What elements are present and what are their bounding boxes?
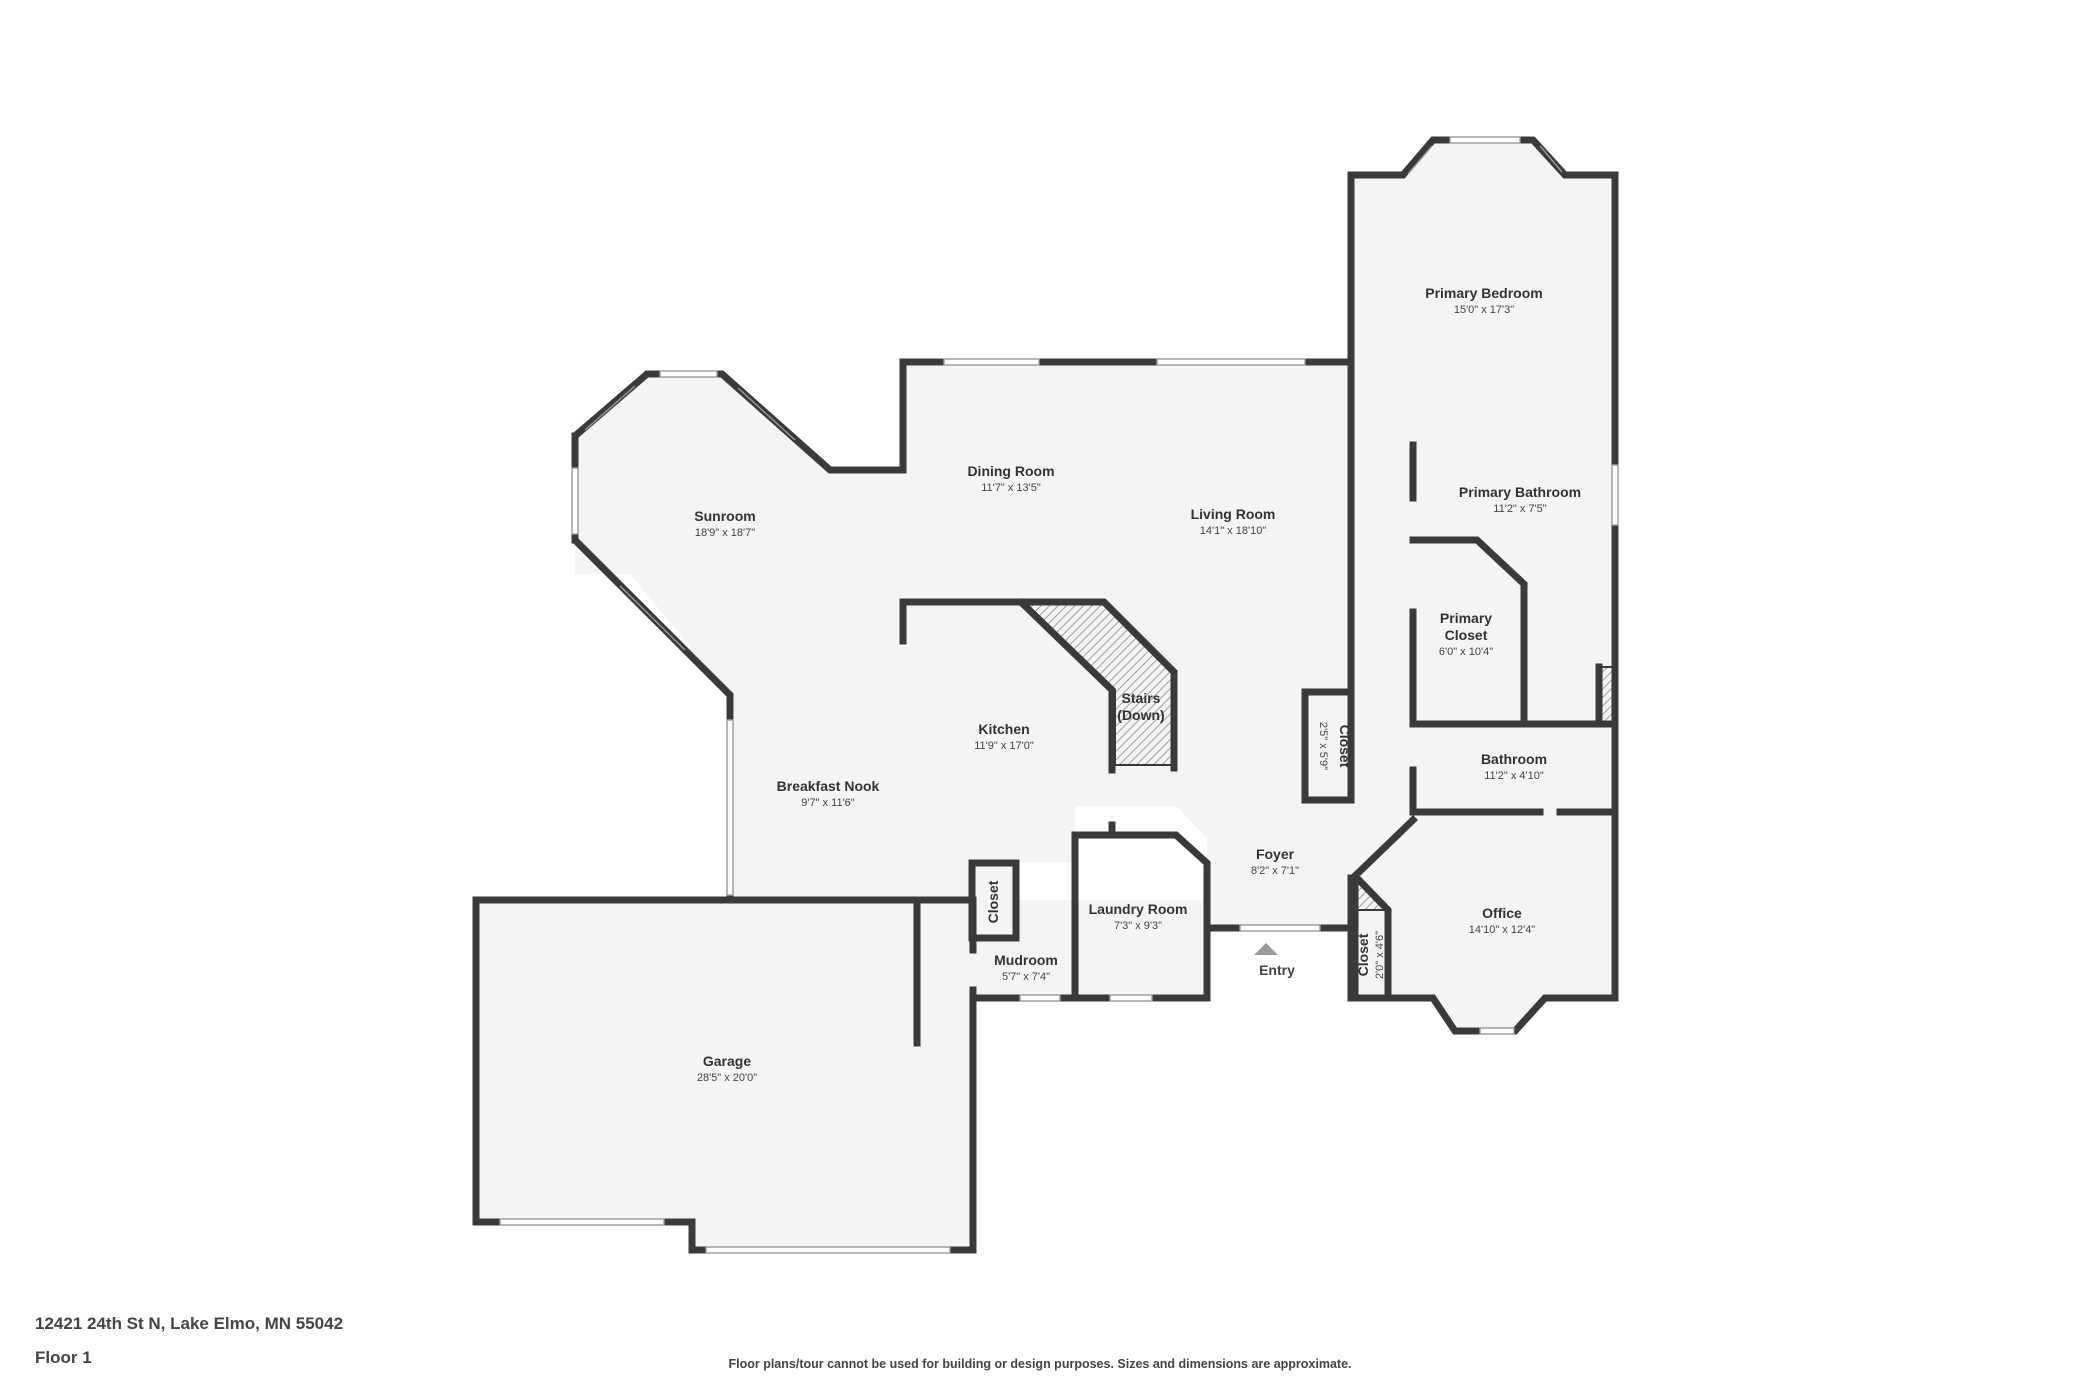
hall-closet-label: Closet: [1337, 725, 1353, 768]
primary-wing-floor: [1351, 140, 1615, 1028]
room-labels: Primary Bedroom 15'0" x 17'3" Primary Ba…: [694, 285, 1581, 1084]
window: [571, 467, 579, 535]
windows: [499, 136, 1619, 1254]
window: [1239, 924, 1321, 932]
main-floor-area: [575, 362, 1413, 928]
bathroom-dim: 11'2" x 4'10": [1484, 770, 1544, 782]
window: [943, 358, 1040, 366]
disclaimer: Floor plans/tour cannot be used for buil…: [728, 1357, 1352, 1371]
garage-floor: [476, 900, 973, 1251]
window: [1156, 358, 1306, 366]
window: [499, 1218, 665, 1226]
floor-label: Floor 1: [35, 1348, 92, 1367]
laundry-room-label: Laundry Room: [1089, 901, 1188, 917]
primary-bathroom-dim: 11'2" x 7'5": [1493, 503, 1546, 515]
dining-room-label: Dining Room: [967, 463, 1054, 479]
entry-label: Entry: [1259, 962, 1295, 978]
stairs-label-2: (Down): [1117, 707, 1164, 723]
laundry-room-dim: 7'3" x 9'3": [1114, 920, 1162, 932]
sunroom-label: Sunroom: [694, 508, 755, 524]
dining-room-dim: 11'7" x 13'5": [981, 482, 1041, 494]
window: [726, 719, 734, 896]
primary-bedroom-label: Primary Bedroom: [1425, 285, 1542, 301]
bathroom-label: Bathroom: [1481, 751, 1547, 767]
office-closet-dim: 2'0" x 4'6": [1374, 931, 1386, 979]
mudroom-label: Mudroom: [994, 952, 1058, 968]
kitchen-dim: 11'9" x 17'0": [974, 740, 1034, 752]
mudroom-dim: 5'7" x 7'4": [1002, 971, 1050, 983]
primary-bathroom-label: Primary Bathroom: [1459, 484, 1581, 500]
living-room-label: Living Room: [1191, 506, 1276, 522]
property-address: 12421 24th St N, Lake Elmo, MN 55042: [35, 1314, 344, 1333]
window: [1019, 994, 1061, 1002]
window: [1449, 136, 1521, 144]
mud-closet-label: Closet: [985, 880, 1001, 923]
office-dim: 14'10" x 12'4": [1469, 924, 1536, 936]
primary-closet-label-1: Primary: [1440, 610, 1492, 626]
foyer-dim: 8'2" x 7'1": [1251, 865, 1299, 877]
hall-closet-dim: 2'5" x 5'9": [1317, 722, 1329, 770]
window: [1109, 994, 1153, 1002]
office-closet-label: Closet: [1355, 933, 1371, 976]
sunroom-dim: 18'9" x 18'7": [695, 527, 755, 539]
garage-dim: 28'5" x 20'0": [697, 1072, 757, 1084]
office-label: Office: [1482, 905, 1522, 921]
kitchen-label: Kitchen: [978, 721, 1029, 737]
window: [659, 370, 718, 378]
living-room-dim: 14'1" x 18'10": [1200, 525, 1267, 537]
primary-closet-label-2: Closet: [1445, 627, 1488, 643]
window: [705, 1246, 951, 1254]
entry-arrow-icon: [1254, 943, 1278, 955]
mudroom-floor: [970, 900, 1207, 998]
breakfast-nook-label: Breakfast Nook: [777, 778, 880, 794]
stairs-label-1: Stairs: [1122, 690, 1161, 706]
window: [1611, 464, 1619, 526]
garage-label: Garage: [703, 1053, 751, 1069]
primary-closet-dim: 6'0" x 10'4": [1439, 646, 1493, 658]
window: [1479, 1027, 1515, 1035]
breakfast-nook-dim: 9'7" x 11'6": [801, 797, 854, 809]
floor-fills: [476, 140, 1615, 1251]
foyer-label: Foyer: [1256, 846, 1295, 862]
primary-bedroom-dim: 15'0" x 17'3": [1454, 304, 1514, 316]
